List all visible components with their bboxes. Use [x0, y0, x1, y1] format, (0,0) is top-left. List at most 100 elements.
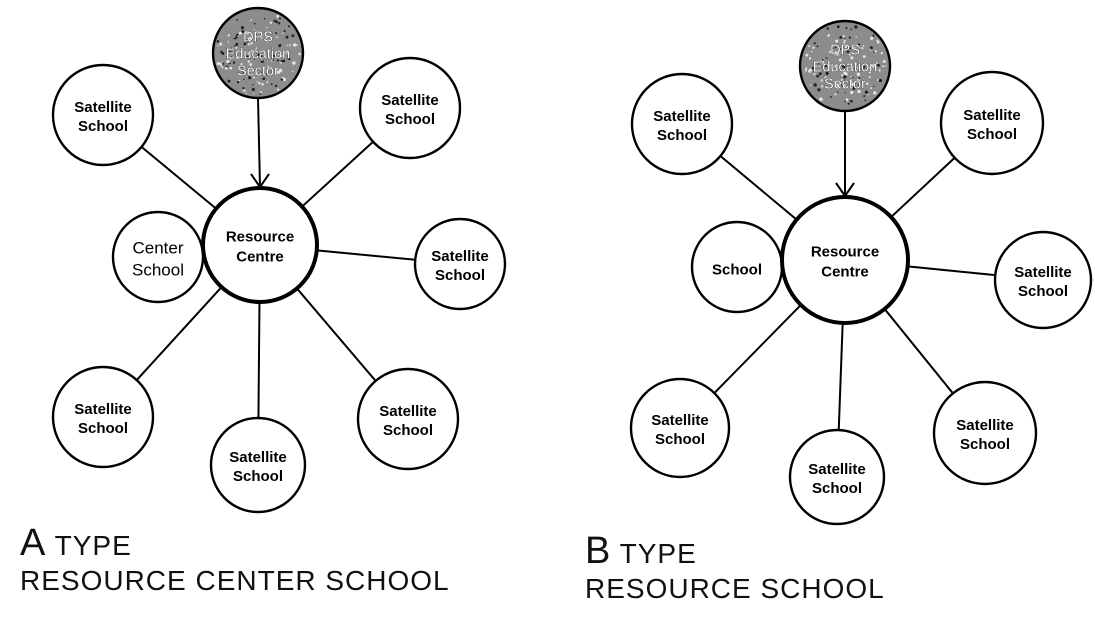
dps-speckle	[235, 46, 238, 49]
dps-speckle	[859, 69, 861, 72]
dps-speckle	[224, 66, 228, 70]
dps-speckle	[857, 84, 860, 87]
dps-speckle	[234, 37, 237, 40]
satellite-school-a-5-label-line-0: Satellite	[229, 449, 287, 466]
satellite-school-a-0-label-line-0: Satellite	[74, 99, 132, 116]
edge-a-hub-satellite-5	[257, 301, 261, 419]
dps-speckle	[258, 82, 261, 85]
dps-speckle	[824, 76, 827, 79]
dps-speckle	[283, 30, 286, 33]
dps-speckle	[270, 83, 273, 86]
satellite-school-b-4-label-line-1: School	[960, 436, 1010, 453]
dps-speckle	[250, 42, 253, 45]
dps-speckle	[873, 51, 875, 53]
dps-speckle	[818, 72, 822, 76]
dps-speckle	[262, 77, 266, 81]
dps-speckle	[265, 36, 268, 39]
dps-speckle	[276, 59, 280, 62]
resource-centre-a-label-line-0: Resource	[226, 229, 294, 246]
satellite-school-a-0	[51, 63, 155, 167]
dps-speckle	[222, 62, 225, 65]
edge-b-hub-satellite-3	[713, 304, 802, 394]
dps-speckle	[242, 86, 245, 90]
resource-centre-a	[201, 186, 319, 304]
dps-speckle	[217, 45, 219, 47]
dps-speckle	[861, 47, 864, 50]
satellite-school-b-0-label-line-0: Satellite	[653, 108, 711, 125]
dps-speckle	[873, 91, 877, 95]
dps-education-sector-b-label-line-2: Sector	[824, 77, 866, 93]
caption-b-description: RESOURCE SCHOOL	[585, 573, 885, 604]
dps-speckle	[220, 50, 223, 54]
dps-speckle	[245, 55, 249, 59]
dps-speckle	[261, 82, 264, 86]
dps-speckle	[236, 33, 239, 36]
dps-speckle	[280, 59, 283, 62]
dps-speckle	[253, 93, 255, 95]
dps-speckle	[824, 80, 827, 83]
edge-a-hub-satellite-2	[316, 249, 416, 261]
dps-speckle	[240, 63, 243, 66]
dps-speckle	[834, 93, 837, 96]
dps-speckle	[269, 21, 273, 24]
dps-speckle	[836, 25, 840, 29]
dps-speckle	[247, 52, 250, 55]
dps-speckle	[229, 62, 231, 65]
dps-speckle	[835, 39, 839, 43]
dps-speckle	[862, 45, 865, 47]
satellite-school-b-3-label-line-1: School	[655, 431, 705, 448]
dps-speckle	[291, 34, 295, 38]
satellite-school-a-3-label-line-0: Satellite	[74, 401, 132, 418]
dps-speckle	[868, 71, 871, 74]
dps-speckle	[292, 61, 296, 65]
dps-speckle	[228, 51, 232, 55]
dps-speckle	[857, 43, 861, 46]
dps-speckle	[867, 93, 869, 96]
satellite-school-a-4	[356, 367, 460, 471]
inner-school-a-label-line-0: Center	[132, 238, 183, 257]
dps-speckle	[857, 78, 860, 82]
dps-speckle	[261, 37, 263, 39]
resource-centre-b-label-line-0: Resource	[811, 244, 879, 261]
satellite-school-b-4-label-line-0: Satellite	[956, 417, 1014, 434]
dps-speckle	[253, 58, 256, 60]
dps-education-sector-a-label-line-2: Sector	[237, 64, 279, 80]
satellite-school-a-2-label-line-1: School	[435, 267, 485, 284]
dps-speckle	[885, 65, 887, 67]
dps-speckle	[804, 69, 807, 72]
dps-education-sector-a-label-line-0: DPS	[243, 30, 273, 46]
dps-speckle	[258, 51, 261, 54]
dps-speckle	[848, 36, 851, 39]
caption-b-letter: B	[585, 530, 612, 572]
dps-speckle	[850, 56, 854, 60]
dps-speckle	[877, 78, 880, 81]
dps-speckle	[821, 85, 824, 88]
dps-speckle	[870, 36, 874, 40]
dps-speckle	[257, 53, 261, 57]
dps-speckle	[838, 58, 842, 62]
dps-speckle	[864, 99, 867, 102]
dps-speckle	[259, 55, 263, 58]
satellite-school-b-5-label-line-1: School	[812, 480, 862, 497]
edge-a-authority-arrow	[257, 97, 261, 188]
dps-speckle	[805, 53, 809, 57]
caption-a-type: A TYPE	[20, 522, 450, 565]
dps-speckle	[230, 56, 232, 58]
dps-speckle	[272, 59, 274, 61]
dps-speckle	[842, 35, 846, 38]
dps-speckle	[292, 70, 294, 73]
dps-speckle	[852, 76, 854, 78]
dps-speckle	[277, 54, 280, 56]
dps-speckle	[266, 26, 268, 29]
dps-speckle	[843, 41, 846, 44]
dps-speckle	[243, 68, 246, 71]
dps-education-sector-a-label-line-1: Education	[226, 47, 291, 63]
dps-education-sector-b-label-line-0: DPS	[830, 43, 860, 59]
dps-speckle	[267, 65, 270, 68]
dps-speckle	[253, 28, 255, 31]
satellite-school-a-3	[51, 365, 155, 469]
dps-speckle	[237, 35, 239, 38]
dps-speckle	[876, 62, 878, 64]
dps-speckle	[253, 22, 256, 25]
resource-centre-b-label-line-1: Centre	[821, 264, 869, 281]
